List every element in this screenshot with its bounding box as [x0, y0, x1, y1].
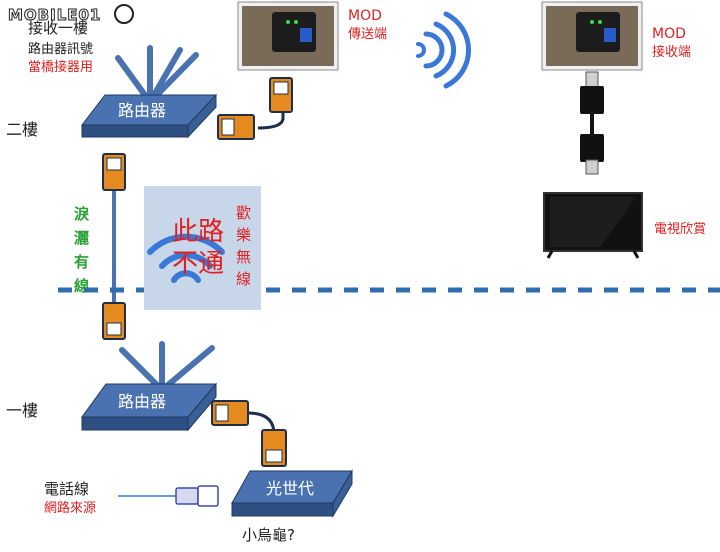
top-router-antenna-icon — [115, 45, 199, 105]
mod-receiver-label-line1: MOD — [652, 26, 686, 42]
wireless-label-char-4: 線 — [236, 270, 251, 288]
wired-label: 淚 灑 有 線 — [74, 205, 90, 295]
wifi-blocked-icon — [147, 233, 225, 283]
blocked-text-line1: 此路 — [172, 217, 224, 247]
hdmi-cable-icon — [580, 71, 604, 175]
blocked-text-line2: 不通 — [172, 249, 224, 279]
ethernet-cable-top — [217, 77, 293, 140]
bottom-router-antenna-icon — [119, 341, 215, 393]
wireless-label-char-2: 樂 — [236, 226, 251, 244]
floor-1-label: 一樓 — [6, 401, 38, 420]
upstairs-title: 接收一樓 — [28, 19, 88, 37]
mod-sender-photo — [237, 1, 339, 71]
router-top: 路由器 — [80, 93, 218, 139]
mod-receiver-photo — [541, 1, 643, 71]
mod-sender-label-line1: MOD — [348, 8, 382, 24]
wifi-signal-icon — [416, 11, 471, 89]
modem-caption: 小烏龜? — [242, 526, 295, 544]
tv-icon — [543, 192, 643, 259]
router-bottom-label: 路由器 — [118, 392, 166, 411]
wireless-label-char-3: 無 — [236, 248, 251, 266]
mobile01-logo: MOBILE01 — [8, 4, 134, 25]
wired-label-char-2: 灑 — [74, 229, 89, 247]
phone-line-connector-icon — [118, 485, 219, 507]
wireless-label-char-1: 歡 — [236, 204, 251, 222]
phone-line-label: 電話線 — [44, 480, 89, 498]
network-source-label: 網路來源 — [44, 500, 96, 516]
fiber-modem: 光世代 — [231, 469, 353, 518]
logo-face-icon — [114, 4, 134, 24]
vertical-ethernet-cable — [102, 153, 126, 340]
logo-text: MOBILE01 — [8, 6, 101, 24]
router-top-label: 路由器 — [118, 101, 166, 120]
ethernet-cable-bottom — [211, 400, 287, 467]
modem-label: 光世代 — [266, 479, 314, 498]
mod-sender-label-line2: 傳送端 — [348, 27, 387, 42]
upstairs-desc: 路由器訊號 — [28, 41, 93, 57]
wireless-fun-label: 歡 樂 無 線 — [236, 204, 251, 288]
mod-receiver-label-line2: 接收端 — [652, 44, 691, 60]
router-bottom: 路由器 — [81, 382, 218, 432]
wired-label-char-3: 有 — [74, 253, 89, 271]
wired-label-char-1: 淚 — [74, 205, 90, 223]
upstairs-note: 當橋接器用 — [28, 59, 93, 75]
no-wireless-panel: 此路 不通 歡 樂 無 線 — [144, 186, 261, 310]
tv-label: 電視欣賞 — [654, 222, 706, 237]
floor-2-label: 二樓 — [6, 120, 38, 139]
